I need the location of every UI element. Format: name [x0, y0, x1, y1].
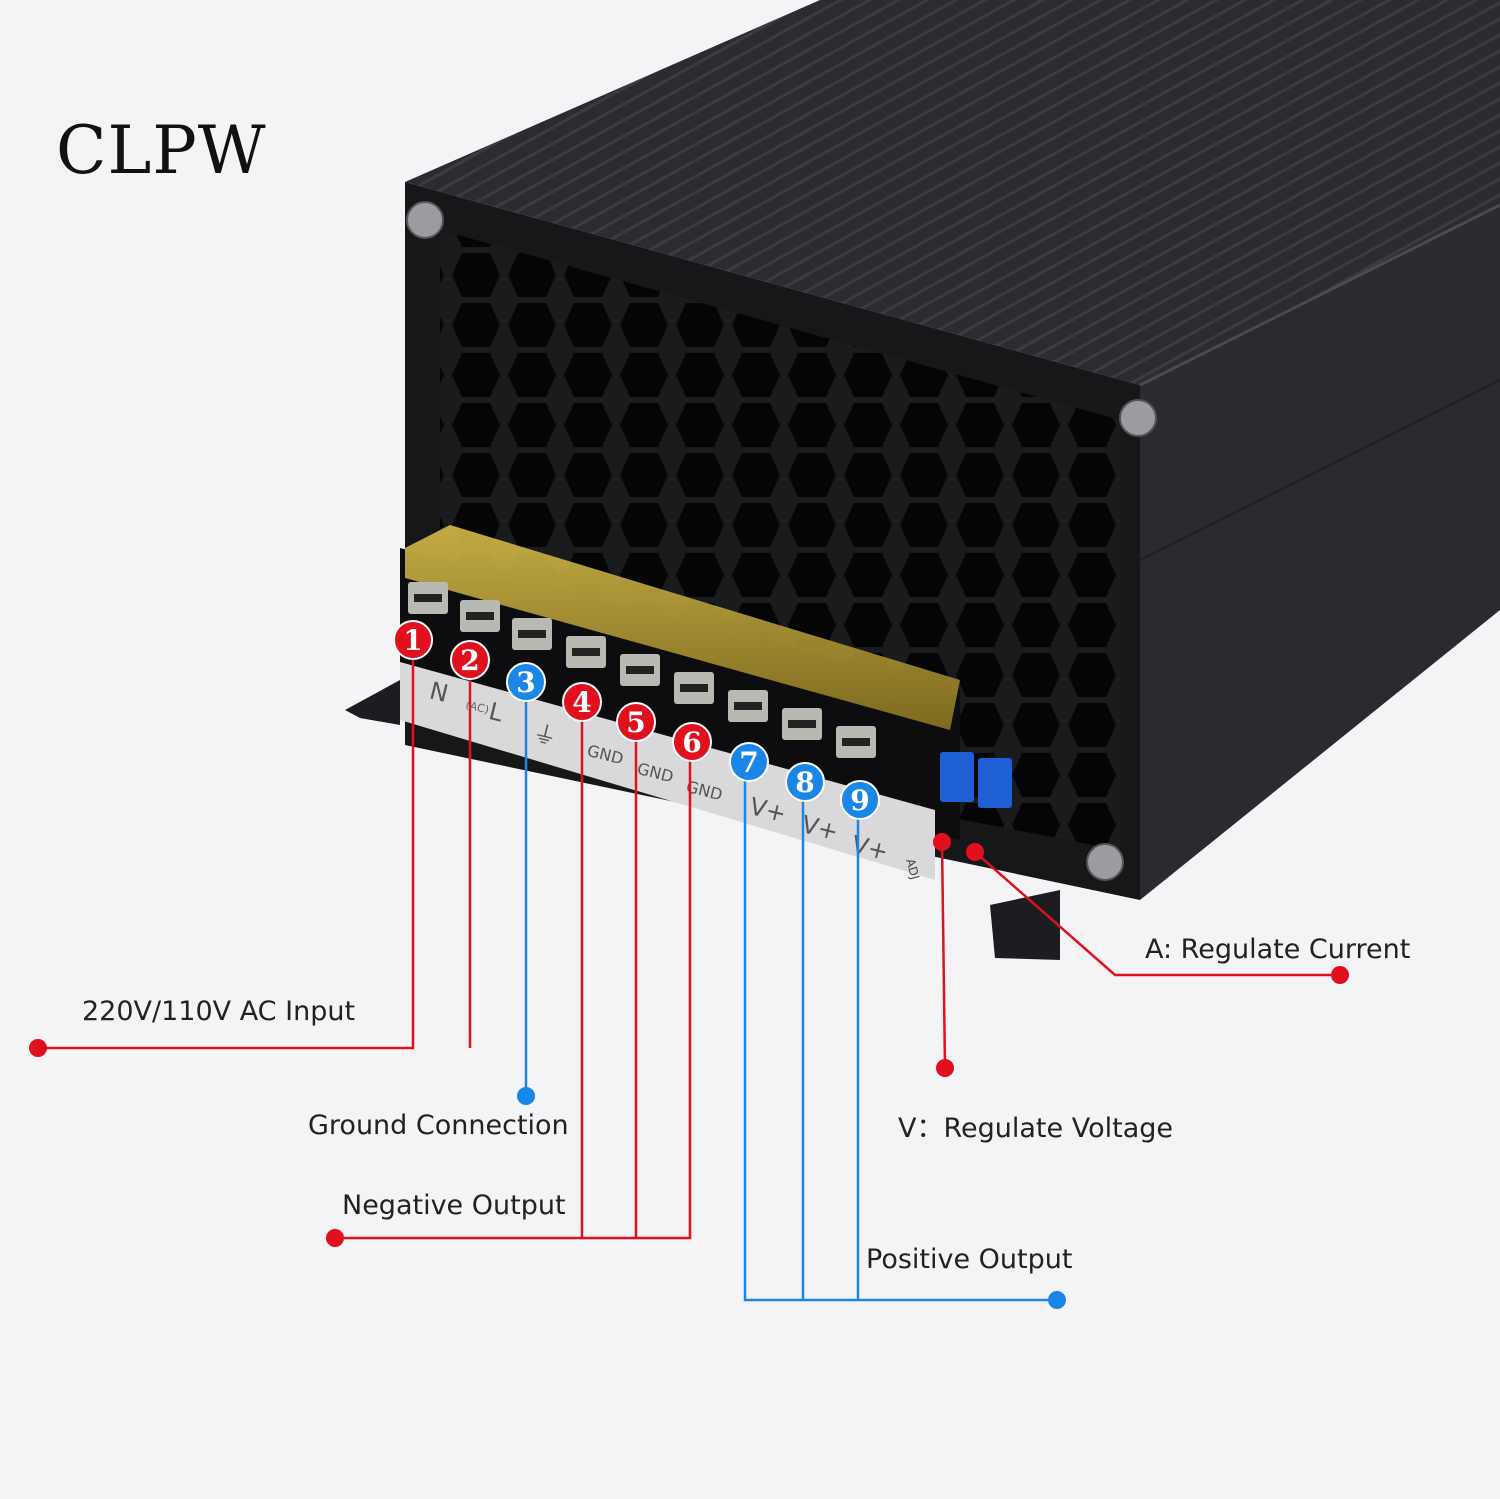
- terminal-number: 8: [795, 766, 814, 799]
- terminal-slot: [734, 702, 762, 710]
- endpoint-dot: [1331, 966, 1349, 984]
- terminal-badge: [616, 702, 656, 742]
- leader-line-ac: [38, 640, 415, 1050]
- terminal-slot: [842, 738, 870, 746]
- terminal-number: 7: [739, 746, 758, 779]
- terminal-slot: [788, 720, 816, 728]
- housing-side: [1140, 205, 1500, 900]
- terminal-cover: [405, 525, 960, 730]
- terminal-number: 3: [516, 666, 535, 699]
- leader-line-negative: [335, 702, 584, 1240]
- potentiometer-current: [978, 758, 1012, 808]
- leader-line-current: [974, 851, 1340, 977]
- terminal-number: 1: [403, 624, 422, 657]
- terminal-badge: [393, 620, 433, 660]
- terminal-slot: [572, 648, 600, 656]
- leader-line-negative: [582, 742, 692, 1240]
- endpoint-dot: [966, 843, 984, 861]
- potentiometer-voltage: [940, 752, 974, 802]
- label-negative-output: Negative Output: [342, 1190, 566, 1221]
- screw-icon: [406, 201, 444, 239]
- label-regulate-current: A: Regulate Current: [1145, 934, 1411, 965]
- terminal-badge: [840, 780, 880, 820]
- label-ground-connection: Ground Connection: [308, 1110, 569, 1141]
- terminal-slot: [466, 612, 494, 620]
- leader-line-voltage: [940, 841, 947, 1069]
- endpoint-dot: [936, 1059, 954, 1077]
- endpoint-dot: [29, 1039, 47, 1057]
- terminal-slot: [680, 684, 708, 692]
- screw-icon: [1119, 399, 1157, 437]
- housing-top: [405, 0, 1500, 385]
- endpoint-dot: [933, 833, 951, 851]
- terminal-badge: [785, 762, 825, 802]
- label-regulate-voltage: V：Regulate Voltage: [898, 1113, 1173, 1144]
- screw-icon: [1086, 843, 1124, 881]
- terminal-badge: [450, 640, 490, 680]
- brand-logo: CLPW: [56, 112, 267, 189]
- leader-line-positive: [743, 762, 1057, 1302]
- terminal-number: 4: [572, 686, 591, 719]
- endpoint-dot: [326, 1229, 344, 1247]
- mount-bracket: [990, 890, 1060, 960]
- terminal-slot: [626, 666, 654, 674]
- terminal-slot: [518, 630, 546, 638]
- terminal-number: 9: [850, 784, 869, 817]
- terminal-number: 6: [682, 726, 701, 759]
- label-strip: [400, 662, 935, 880]
- adj-marking: ADJ: [903, 857, 922, 881]
- terminal-slot: [414, 594, 442, 602]
- label-positive-output: Positive Output: [866, 1244, 1073, 1275]
- terminal-badge: [506, 662, 546, 702]
- terminal-number: 2: [460, 644, 479, 677]
- label-ac-input: 220V/110V AC Input: [82, 996, 356, 1027]
- endpoint-dot: [517, 1087, 535, 1105]
- strip-ac-marking: (AC): [464, 698, 490, 716]
- terminal-number: 5: [626, 706, 645, 739]
- terminal-badge: [672, 722, 712, 762]
- mount-bracket: [345, 680, 400, 725]
- terminal-badge: [729, 742, 769, 782]
- endpoint-dot: [1048, 1291, 1066, 1309]
- terminal-badge: [562, 682, 602, 722]
